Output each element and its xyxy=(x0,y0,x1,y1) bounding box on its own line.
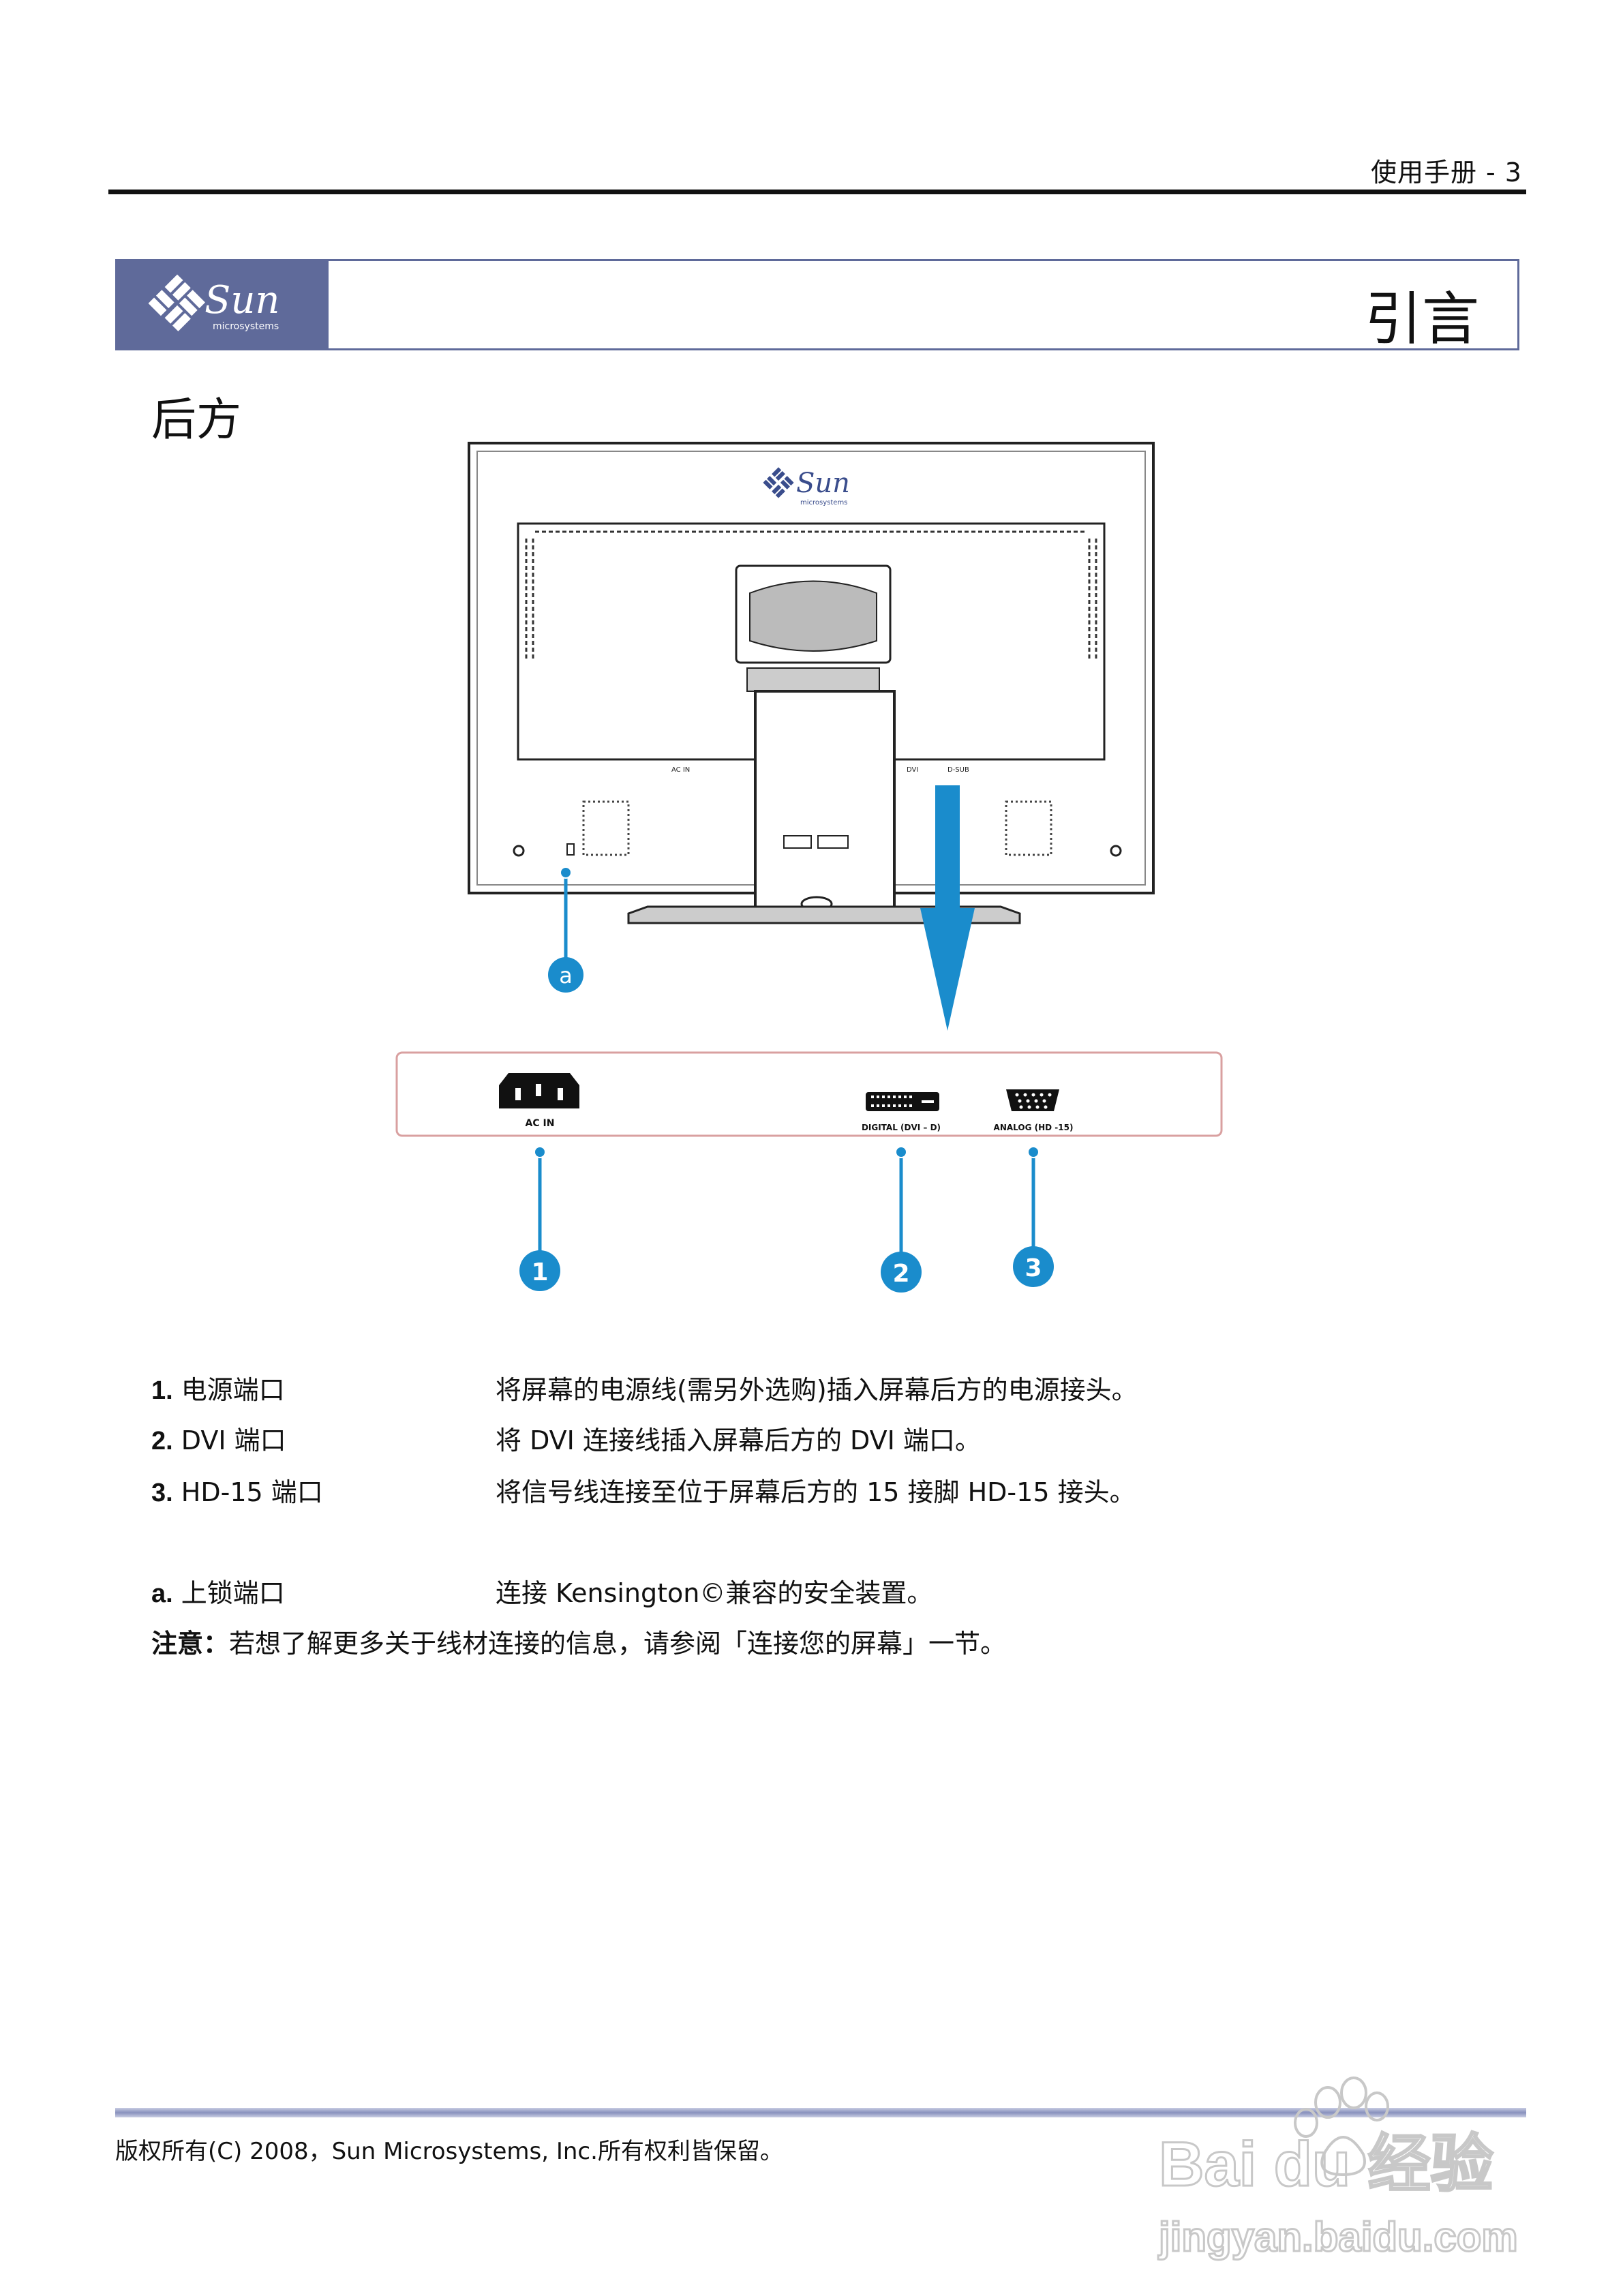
item-3-name: HD-15 端口 xyxy=(181,1477,323,1507)
connector-strip xyxy=(395,1051,1223,1137)
item-3-term: 3. HD-15 端口 xyxy=(151,1471,323,1509)
lock-slot-icon xyxy=(566,843,575,856)
header-rule xyxy=(108,190,1526,194)
item-1-term: 1. 电源端口 xyxy=(151,1369,285,1406)
callout-1 xyxy=(519,1250,560,1291)
callout-3 xyxy=(1013,1246,1054,1287)
item-2-desc: 将 DVI 连接线插入屏幕后方的 DVI 端口。 xyxy=(496,1425,981,1455)
baidu-watermark: Bai du 经验 jingyan.baidu.com xyxy=(1157,2076,1519,2261)
arrow-shaft xyxy=(935,785,960,908)
monitor-sun-logo: Sun microsystems xyxy=(763,467,850,507)
callout-2 xyxy=(881,1252,922,1293)
sun-logo: Sun microsystems xyxy=(117,261,329,348)
monitor-logo-subtext: microsystems xyxy=(800,499,847,507)
port-label-ac-in: AC IN xyxy=(526,1118,555,1129)
monitor-label-dvi: DVI xyxy=(907,766,918,774)
sun-logo-text: Sun xyxy=(204,278,280,322)
sun-logo-subtext: microsystems xyxy=(213,321,279,332)
item-1-name: 电源端口 xyxy=(181,1375,285,1405)
paw-icon xyxy=(1294,2076,1389,2177)
vga-connector-icon xyxy=(1006,1089,1059,1111)
callout-2-label: 2 xyxy=(892,1260,909,1288)
lock-item-letter: a. xyxy=(151,1580,173,1608)
item-1-number: 1. xyxy=(151,1376,173,1405)
port-label-digital: DIGITAL (DVI – D) xyxy=(862,1123,941,1132)
item-2-number: 2. xyxy=(151,1427,173,1455)
item-2-term: 2. DVI 端口 xyxy=(151,1419,286,1457)
monitor-label-ac-in: AC IN xyxy=(671,766,690,774)
monitor-logo-text: Sun xyxy=(796,468,850,499)
callout-a-label: a xyxy=(559,963,573,988)
note-text: 若想了解更多关于线材连接的信息，请参阅「连接您的屏幕」一节。 xyxy=(229,1629,1007,1659)
lock-item-desc: 连接 Kensington©兼容的安全装置。 xyxy=(496,1578,933,1608)
page-header-label: 使用手册 - 3 xyxy=(1370,157,1522,187)
callout-3-label: 3 xyxy=(1025,1254,1042,1282)
item-3-number: 3. xyxy=(151,1479,173,1507)
callout-a xyxy=(548,957,583,993)
sun-logo-icon: Sun microsystems xyxy=(148,274,280,332)
chapter-banner: Sun microsystems 引言 xyxy=(115,259,1519,352)
item-1-desc: 将屏幕的电源线(需另外选购)插入屏幕后方的电源接头。 xyxy=(496,1375,1138,1405)
monitor-rear-diagram: Sun microsystems AC IN DVI D-SUB a AC IN xyxy=(395,442,1223,1293)
section-title: 后方 xyxy=(151,393,241,446)
footer-copyright: 版权所有(C) 2008，Sun Microsystems, Inc.所有权利皆… xyxy=(115,2138,783,2165)
note: 注意：若想了解更多关于线材连接的信息，请参阅「连接您的屏幕」一节。 xyxy=(151,1622,1006,1660)
monitor-label-dsub: D-SUB xyxy=(947,766,969,774)
lock-item-name: 上锁端口 xyxy=(181,1578,285,1608)
note-label: 注意： xyxy=(151,1629,230,1659)
item-2-name: DVI 端口 xyxy=(181,1425,286,1455)
callout-1-label: 1 xyxy=(531,1258,548,1286)
chapter-title: 引言 xyxy=(1364,286,1479,352)
watermark-brand: Bai du 经验 xyxy=(1159,2130,1493,2199)
item-3-desc: 将信号线连接至位于屏幕后方的 15 接脚 HD-15 接头。 xyxy=(496,1477,1136,1507)
watermark-url: jingyan.baidu.com xyxy=(1158,2214,1518,2260)
arrow-down-icon xyxy=(920,908,975,1031)
port-label-analog: ANALOG (HD -15) xyxy=(994,1123,1074,1132)
lock-item-term: a. 上锁端口 xyxy=(151,1572,285,1610)
footer-rule xyxy=(115,2108,1526,2117)
stand-column xyxy=(754,690,896,911)
